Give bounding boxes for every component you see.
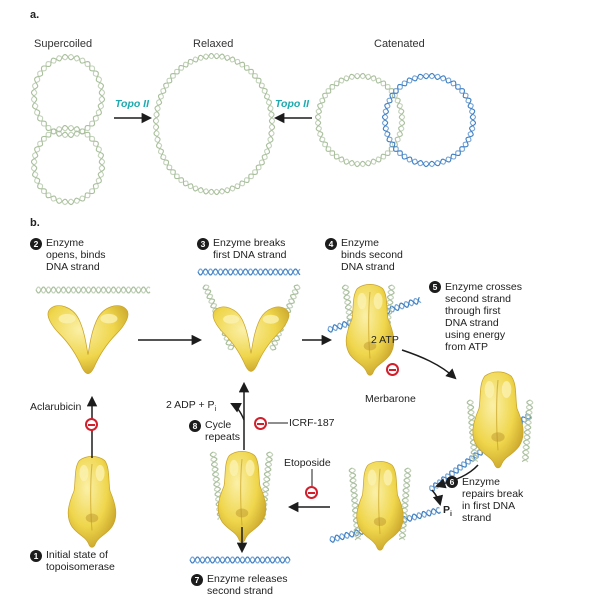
- step-4-number: 4: [325, 238, 337, 250]
- step2-dna-strand-b: [35, 286, 151, 294]
- step-1-line-2: topoisomerase: [46, 561, 115, 573]
- drug-merbarone: Merbarone: [365, 393, 416, 405]
- arrow-pi-release: [431, 489, 444, 507]
- step-8-line-1: Cycle: [205, 419, 232, 431]
- step-5-line-4: DNA strand: [445, 317, 499, 329]
- aclarubicin-inhibitor-icon: [85, 418, 98, 431]
- panel-b-label: b.: [30, 217, 40, 229]
- step-8-line-2: repeats: [205, 431, 241, 443]
- step-7-number: 7: [191, 574, 203, 586]
- step-4-line-3: DNA strand: [341, 261, 395, 273]
- step-6-line-2: repairs break: [462, 488, 524, 500]
- step-3-line-2: first DNA strand: [213, 249, 287, 261]
- step-3-number: 3: [197, 238, 209, 250]
- step-5-line-3: through first: [445, 305, 501, 317]
- drug-icrf-187: ICRF-187: [289, 417, 335, 429]
- topo-ii-label-left: Topo II: [115, 98, 150, 110]
- step7-enzyme: [217, 450, 267, 543]
- panel-a-label: a.: [30, 9, 40, 21]
- step-5-line-6: from ATP: [445, 341, 488, 353]
- step-2-line-3: DNA strand: [46, 261, 100, 273]
- arrow-4-to-5: [401, 349, 457, 380]
- step-1-line-1: Initial state of: [46, 549, 108, 561]
- drug-etoposide: Etoposide: [284, 457, 331, 469]
- step6-dna-left-strand-b: [349, 467, 362, 540]
- step-3-line-1: Enzyme breaks: [213, 237, 286, 249]
- step7-dna-left-strand-b: [210, 451, 224, 520]
- step-5-line-1: Enzyme crosses: [445, 281, 523, 293]
- atp-label: 2 ATP: [371, 334, 399, 346]
- step-5-line-5: using energy: [445, 329, 506, 341]
- step-2-line-2: opens, binds: [46, 249, 106, 261]
- header-relaxed: Relaxed: [193, 38, 234, 50]
- catenated-circle-green-strand-a: [314, 72, 406, 168]
- step2-enzyme: [47, 305, 129, 375]
- drug-aclarubicin: Aclarubicin: [30, 401, 82, 413]
- step-8-number: 8: [189, 420, 201, 432]
- step-2-number: 2: [30, 238, 42, 250]
- step-6-line-4: strand: [462, 512, 492, 524]
- step7-free-dna-strand-b: [189, 556, 291, 564]
- step6-enzyme: [356, 460, 404, 551]
- step3-enzyme: [212, 306, 290, 372]
- step-1-number: 1: [30, 550, 42, 562]
- supercoiled-loop-bottom-strand-b: [30, 125, 106, 205]
- pi-label: Pi: [443, 504, 452, 519]
- step-5-number: 5: [429, 281, 441, 293]
- header-supercoiled: Supercoiled: [34, 38, 93, 50]
- icrf-inhibitor-icon: [254, 417, 267, 430]
- step-6-line-3: in first DNA: [462, 500, 516, 512]
- step6-dna-right-strand-b: [398, 467, 412, 541]
- relaxed-circle-strand-b: [152, 53, 276, 195]
- header-catenated: Catenated: [374, 38, 425, 50]
- step3-free-dna-strand-b: [197, 268, 301, 276]
- step-7-line-2: second strand: [207, 585, 273, 597]
- step-4-line-1: Enzyme: [341, 237, 379, 249]
- supercoiled-loop-top-strand-b: [30, 54, 106, 138]
- catenated-circle-blue-strand-b: [381, 72, 477, 168]
- step-4-line-2: binds second: [341, 249, 403, 261]
- step-7-line-1: Enzyme releases: [207, 573, 288, 585]
- etoposide-inhibitor-icon: [305, 486, 318, 499]
- catenated-circle-blue-strand-a: [381, 72, 477, 168]
- merbarone-inhibitor-icon: [386, 363, 399, 376]
- step-2-line-1: Enzyme: [46, 237, 84, 249]
- step-6-number: 6: [446, 476, 458, 488]
- step4-enzyme: [345, 283, 395, 376]
- step5-dna-right-strand-b: [521, 399, 534, 463]
- adp-label: 2 ADP + Pi: [166, 399, 217, 414]
- topo-ii-label-right: Topo II: [275, 98, 310, 110]
- step5-enzyme: [472, 371, 524, 469]
- step-5-line-2: second strand: [445, 293, 511, 305]
- step-6-line-1: Enzyme: [462, 476, 500, 488]
- step1-enzyme: [67, 455, 117, 548]
- arrow-5-to-6: [435, 464, 479, 489]
- relaxed-circle-strand-a: [152, 53, 276, 195]
- catenated-circle-green-strand-b: [314, 72, 406, 168]
- arrow-adp-release: [230, 403, 245, 421]
